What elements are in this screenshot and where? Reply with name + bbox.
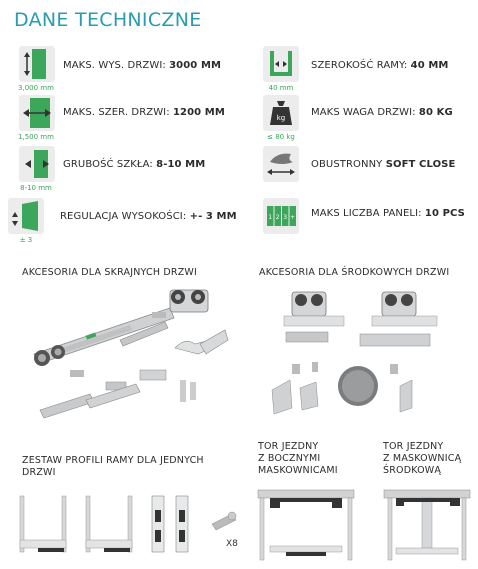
spec-max-width-text: MAKS. SZER. DRZWI: 1200 MM: [63, 107, 225, 118]
spec-height-adjust-caption: ± 3: [19, 236, 33, 244]
track-center-heading-line3: ŚRODKOWĄ: [383, 465, 442, 476]
frame-profile-sections: [151, 495, 189, 553]
track-center-heading-line2: Z MASKOWNICĄ: [383, 453, 462, 464]
center-accessories-heading: AKCESORIA DLA ŚRODKOWYCH DRZWI: [259, 267, 450, 278]
center-roller-carriages: [283, 291, 438, 327]
track-side-heading-line2: Z BOCZNYMI: [258, 453, 321, 464]
spec-max-height-text: MAKS. WYS. DRZWI: 3000 MM: [63, 60, 222, 71]
frame-profiles-heading: ZESTAW PROFILI RAMY DLA JEDNYCH DRZWI: [22, 455, 204, 479]
spec-glass-thickness-caption: 8-10 mm: [20, 184, 52, 192]
edge-accessories-heading: AKCESORIA DLA SKRAJNYCH DRZWI: [22, 267, 198, 278]
frame-width-icon: [263, 46, 299, 82]
track-center-heading-line1: TOR JEZDNY: [383, 441, 444, 452]
glass-thickness-icon: [19, 146, 55, 182]
spec-max-weight-caption: ≤ 80 kg: [267, 133, 295, 141]
track-side-heading-line1: TOR JEZDNY: [258, 441, 319, 452]
soft-close-mechanism: [119, 321, 229, 355]
spec-glass-thickness-text: GRUBOŚĆ SZKŁA: 8-10 MM: [63, 159, 206, 170]
track-side-heading-line3: MASKOWNICAMI: [258, 465, 338, 476]
roller-track-assembly: [33, 307, 175, 366]
roller-carriage: [152, 289, 209, 318]
svg-text:1: 1: [268, 214, 272, 221]
center-accessories-illustration: [271, 291, 438, 415]
svg-text:2: 2: [276, 214, 280, 221]
small-fittings: [39, 369, 196, 419]
weight-icon-label: kg: [277, 114, 286, 122]
track-center-cover-heading: TOR JEZDNY Z MASKOWNICĄ ŚRODKOWĄ: [383, 441, 461, 477]
track-side-covers-illustration: [257, 489, 355, 561]
spec-max-width-caption: 1,500 mm: [18, 133, 54, 141]
center-soft-close-units: [285, 331, 431, 347]
spec-soft-close-text: OBUSTRONNY SOFT CLOSE: [311, 159, 456, 170]
spec-height-adjust-text: REGULACJA WYSOKOŚCI: +- 3 MM: [60, 211, 237, 222]
frame-profiles-heading-line1: ZESTAW PROFILI RAMY DLA JEDNYCH: [22, 455, 204, 466]
track-center-cover-illustration: [383, 489, 471, 561]
spec-frame-width-text: SZEROKOŚĆ RAMY: 40 MM: [311, 60, 449, 71]
svg-text:3: 3: [283, 214, 287, 221]
spec-max-height-caption: 3,000 mm: [18, 84, 54, 92]
panels-count-icon: 1 2 3 +: [263, 198, 299, 234]
screw-icon: [211, 511, 237, 531]
screw-quantity: X8: [226, 539, 238, 549]
page-title: DANE TECHNICZNE: [14, 9, 202, 31]
center-guide-and-brackets: [271, 362, 413, 415]
spec-max-weight-text: MAKS WAGA DRZWI: 80 KG: [311, 107, 453, 118]
track-side-covers-heading: TOR JEZDNY Z BOCZNYMI MASKOWNICAMI: [258, 441, 338, 477]
svg-text:+: +: [290, 214, 295, 221]
spec-frame-width-caption: 40 mm: [268, 84, 294, 92]
soft-close-icon: [263, 146, 299, 182]
edge-accessories-illustration: [33, 289, 229, 419]
frame-profile-b: [85, 495, 133, 553]
frame-profile-a: [19, 495, 67, 553]
frame-profiles-heading-line2: DRZWI: [22, 467, 56, 478]
spec-max-panels-text: MAKS LICZBA PANELI: 10 PCS: [311, 208, 465, 219]
height-adjust-icon: [8, 198, 44, 234]
weight-kg-icon: kg: [263, 95, 299, 131]
frame-profiles-illustration: X8: [19, 495, 238, 553]
door-width-icon: [19, 95, 55, 131]
door-height-icon: [19, 46, 55, 82]
